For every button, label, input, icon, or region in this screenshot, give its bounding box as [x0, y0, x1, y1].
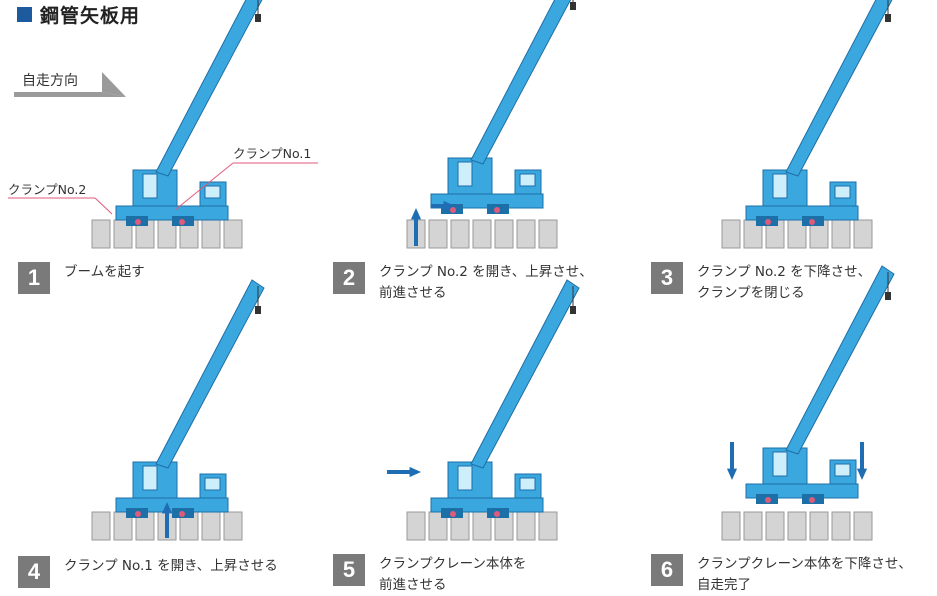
pile	[223, 511, 243, 541]
step-number-badge: 5	[333, 554, 365, 586]
step-text: クランプ No.2 を開き、上昇させ、 前進させる	[379, 264, 593, 301]
motion-arrow-icon	[161, 502, 173, 538]
pile	[494, 219, 514, 249]
motion-arrow-icon	[387, 466, 421, 478]
page-title: 鋼管矢板用	[40, 4, 141, 27]
step-number-badge: 6	[651, 554, 683, 586]
title-square-icon	[17, 6, 32, 22]
pile	[853, 511, 873, 541]
pile	[831, 511, 851, 541]
step-caption-1: 1 ブームを起す	[18, 262, 145, 294]
pile	[450, 219, 470, 249]
pile	[516, 219, 536, 249]
pile	[91, 511, 111, 541]
step-caption-2: 2 クランプ No.2 を開き、上昇させ、 前進させる	[333, 262, 593, 304]
pile	[91, 219, 111, 249]
crane-body	[115, 0, 263, 226]
pile	[406, 511, 426, 541]
step-text: ブームを起す	[64, 264, 145, 280]
pile	[765, 511, 785, 541]
step-caption-3: 3 クランプ No.2 を下降させ、 クランプを閉じる	[651, 262, 871, 304]
step-caption-5: 5 クランプクレーン本体を 前進させる	[333, 554, 526, 596]
crane-body	[745, 265, 895, 504]
pile	[809, 511, 829, 541]
motion-arrow-icon	[431, 200, 455, 212]
pile	[428, 219, 448, 249]
clamp-no1-label: クランプNo.1	[233, 146, 312, 161]
step-number-badge: 4	[18, 556, 50, 588]
pile	[538, 511, 558, 541]
pile	[721, 511, 741, 541]
step-caption-6: 6 クランプクレーン本体を下降させ、 自走完了	[651, 554, 912, 596]
crane-body	[430, 279, 580, 518]
motion-arrow-icon	[856, 442, 868, 480]
pile	[853, 219, 873, 249]
motion-arrow-icon	[726, 442, 738, 480]
crane-body	[745, 0, 893, 226]
pile	[223, 219, 243, 249]
step-number-badge: 2	[333, 262, 365, 294]
crane-body	[115, 279, 265, 518]
pile	[743, 511, 763, 541]
crane-body	[430, 0, 576, 214]
clamp-no2-label: クランプNo.2	[8, 182, 87, 197]
pile	[787, 511, 807, 541]
pile	[721, 219, 741, 249]
section-title: 鋼管矢板用	[17, 3, 141, 27]
step-number-badge: 3	[651, 262, 683, 294]
step-number-badge: 1	[18, 262, 50, 294]
pile	[538, 219, 558, 249]
direction-indicator: 自走方向	[14, 70, 126, 97]
step-text: クランプ No.1 を開き、上昇させる	[64, 558, 278, 574]
direction-label: 自走方向	[22, 73, 78, 89]
step-text: クランプクレーン本体を 前進させる	[379, 556, 527, 593]
motion-arrow-icon	[410, 208, 422, 246]
step-text: クランプクレーン本体を下降させ、 自走完了	[697, 556, 912, 593]
step-text: クランプ No.2 を下降させ、 クランプを閉じる	[697, 264, 872, 301]
step-caption-4: 4 クランプ No.1 を開き、上昇させる	[18, 556, 278, 588]
direction-arrow-icon	[14, 72, 126, 97]
pile	[472, 219, 492, 249]
